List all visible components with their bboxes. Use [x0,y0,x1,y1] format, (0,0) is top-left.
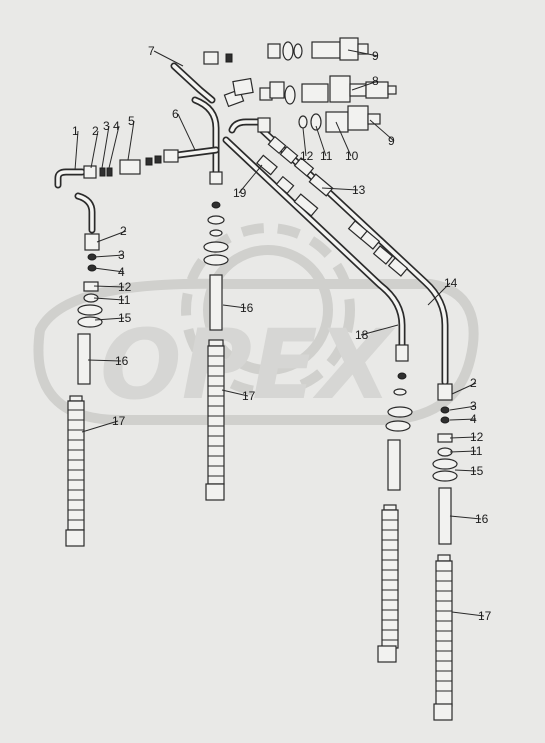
watermark: OPEX [33,223,479,425]
callout-leader-line [351,80,379,91]
callout-leader-line [360,324,399,336]
callout-label: 16 [475,512,489,526]
center-assembly [203,171,229,501]
callout-label: 9 [388,134,395,148]
callout-label: 3 [118,248,125,262]
callout-label: 5 [128,114,135,128]
callout-label: 4 [113,119,120,133]
callout-leader-line [369,119,395,142]
callout-leader-line [74,130,79,171]
callout-label: 3 [470,399,477,413]
callout-leader-line [93,267,125,273]
callout-label: 2 [120,224,127,238]
callout-leader-line [451,382,477,395]
callout-leader-line [94,317,125,321]
callout-label: 12 [470,430,484,444]
callout-label: 12 [118,280,132,294]
callout-leader-line [449,436,477,439]
callout-leader-line [347,49,379,57]
callout-label: 16 [240,301,254,315]
left-assembly [65,149,179,547]
callout-label: 6 [172,107,179,121]
callout-leader-line [427,282,451,306]
callout-label: 15 [118,311,132,325]
callout-label: 3 [103,119,110,133]
callout-label: 15 [470,464,484,478]
callout-label: 11 [470,444,483,458]
callout-label: 8 [372,74,379,88]
pipes [54,62,449,386]
callout-leader-line [127,120,135,161]
callout-label: 11 [118,293,131,307]
callout-label: 11 [320,149,333,163]
callout-leader-line [302,127,307,157]
callout-leader-line [90,130,99,169]
callout-leader-line [449,515,482,520]
callout-leader-line [81,420,119,433]
callout-leader-line [222,304,247,309]
callout-leader-line [321,187,359,191]
callout-leader-line [87,359,122,362]
callout-leader-line [335,121,352,157]
callout-label: 4 [470,412,477,426]
callout-label: 9 [372,49,379,63]
callout-label: 18 [355,328,369,342]
callout-label: 12 [300,149,314,163]
callout-leader-line [108,125,120,169]
callout-leader-line [153,50,184,67]
callout-label: 2 [470,376,477,390]
callout-leader-line [93,297,125,301]
callout-label: 16 [115,354,129,368]
callout-leader-line [449,450,477,453]
callout-label: 14 [444,276,458,290]
callout-label: 19 [233,186,247,200]
callout-leader-line [177,113,196,151]
callout-leader-line [449,405,477,411]
callout-label: 13 [352,183,366,197]
callout-leader-line [221,389,249,397]
middle-right-assembly [377,344,413,663]
callout-label: 17 [478,609,492,623]
callout-label: 2 [92,124,99,138]
callout-leader-line [454,469,477,472]
callout-leader-line [315,125,327,157]
callout-leader-line [238,164,263,194]
callout-leader-line [96,230,127,243]
callout-leader-line [449,418,477,421]
far-right-assembly [432,383,458,721]
top-right-connectors [203,37,397,133]
callout-label: 10 [345,149,359,163]
callout-leader-line [451,611,485,617]
callout-label: 4 [118,265,125,279]
callout-label: 1 [72,124,79,138]
watermark-brand: OPEX [100,309,396,421]
callout-leader-line [93,285,125,288]
callout-label: 17 [112,414,126,428]
callout-leader-line [101,125,110,169]
callout-label: 7 [148,44,155,58]
callout-label: 17 [242,389,256,403]
callout-leader-line [93,254,125,258]
